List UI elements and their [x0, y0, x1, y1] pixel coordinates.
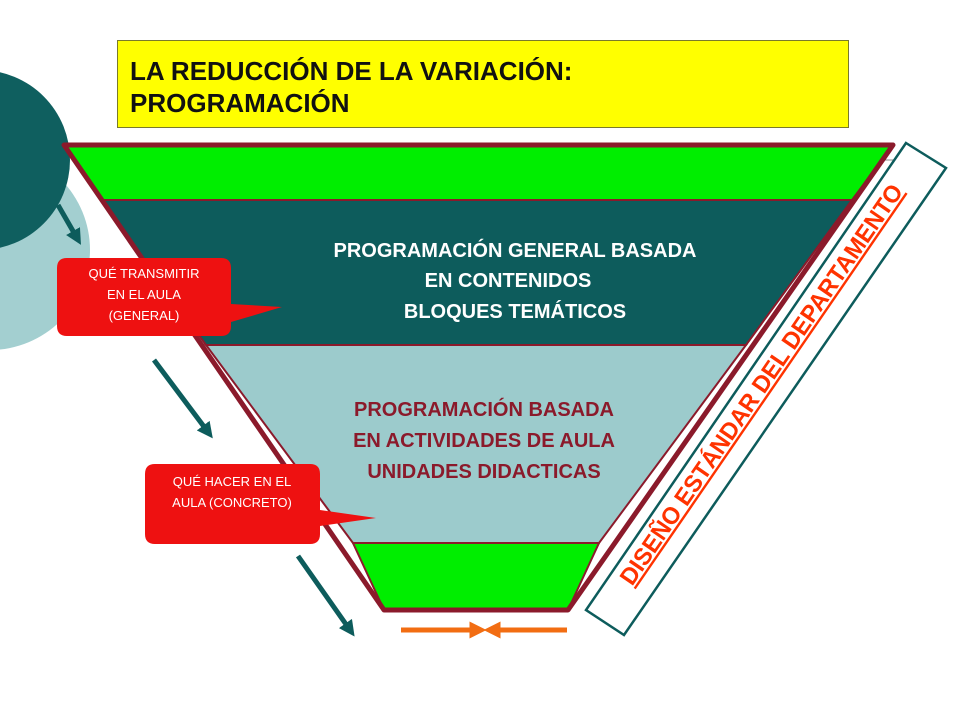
- title-box: LA REDUCCIÓN DE LA VARIACIÓN: PROGRAMACI…: [117, 40, 849, 128]
- callout-general-line-1: QUÉ TRANSMITIR: [89, 266, 200, 281]
- callout-concreto-bubble: [145, 464, 376, 544]
- arrow-down-right-icon: [295, 554, 355, 637]
- level-aula-line-1: PROGRAMACIÓN BASADA: [354, 397, 614, 421]
- funnel-outline: [61, 142, 896, 613]
- arrow-down-right-icon: [55, 203, 81, 245]
- level-general-line-1: PROGRAMACIÓN GENERAL BASADA: [334, 238, 697, 262]
- decorative-dark-circle: [0, 72, 70, 248]
- arrow-down-right-icon: [152, 358, 213, 439]
- callout-general: QUÉ TRANSMITIR EN EL AULA (GENERAL): [57, 258, 282, 336]
- callout-general-line-2: EN EL AULA: [107, 287, 181, 302]
- level-general-line-3: BLOQUES TEMÁTICOS: [404, 300, 626, 323]
- callout-concreto-line-1: QUÉ HACER EN EL: [173, 474, 291, 489]
- callout-general-bubble: [57, 258, 282, 336]
- level-aula-line-3: UNIDADES DIDACTICAS: [367, 461, 600, 483]
- callout-concreto: QUÉ HACER EN EL AULA (CONCRETO): [145, 464, 376, 544]
- side-banner-shape: [584, 141, 948, 637]
- page-title-line-1: LA REDUCCIÓN DE LA VARIACIÓN:: [130, 56, 573, 86]
- callout-concreto-line-2: AULA (CONCRETO): [172, 495, 292, 510]
- level-general-line-2: EN CONTENIDOS: [425, 270, 592, 292]
- callout-general-line-3: (GENERAL): [109, 308, 180, 323]
- funnel-band-top-green: [62, 144, 895, 201]
- level-aula-line-2: EN ACTIVIDADES DE AULA: [353, 430, 615, 452]
- page-title-line-2: PROGRAMACIÓN: [130, 88, 350, 118]
- funnel-band-bottom-green: [351, 542, 601, 611]
